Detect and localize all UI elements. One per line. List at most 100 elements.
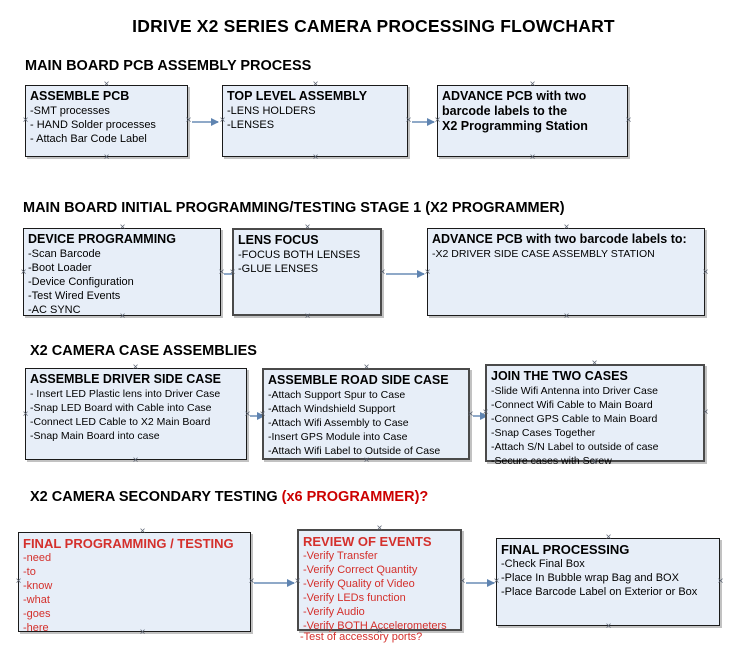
box-line: -Attach Wifi Assembly to Case [268,417,409,429]
connector-handle-left[interactable] [14,577,23,586]
box-line: -Verify Transfer [303,550,378,562]
connector-handle-top[interactable] [590,359,599,368]
connector-handle-left[interactable] [228,268,237,277]
box-line: -X2 DRIVER SIDE CASE ASSEMBLY STATION [432,248,655,260]
box-header: ADVANCE PCB with two barcode labels to: [432,232,687,246]
connector-handle-right[interactable] [701,268,710,277]
box-header: ASSEMBLE PCB [30,89,130,103]
box-line: -Snap Main Board into case [30,430,160,442]
box-join-the-two-cases[interactable]: JOIN THE TWO CASES -Slide Wifi Antenna i… [485,364,705,467]
section-heading-x2-camera-secondary-testing: X2 CAMERA SECONDARY TESTING (x6 PROGRAMM… [30,489,428,505]
connector-handle-top[interactable] [528,80,537,89]
box-header: FINAL PROCESSING [501,542,630,557]
box-line: -Attach Support Spur to Case [268,389,406,401]
box-line: -Snap LED Board with Cable into Case [30,402,212,414]
box-line: -Verify Audio [303,606,365,618]
connector-handle-top[interactable] [375,524,384,533]
box-line: -LENS HOLDERS [227,105,316,117]
connector-arrow [386,273,424,275]
box-line: - Attach Bar Code Label [30,133,147,145]
box-line: -Insert GPS Module into Case [268,431,408,443]
connector-handle-top[interactable] [311,80,320,89]
connector-handle-left[interactable] [481,408,490,417]
connector-handle-left[interactable] [218,116,227,125]
box-assemble-road-side-case[interactable]: ASSEMBLE ROAD SIDE CASE -Attach Support … [262,368,470,460]
connector-handle-bottom[interactable] [528,153,537,162]
connector-handle-bottom[interactable] [138,628,147,637]
box-header: TOP LEVEL ASSEMBLY [227,89,368,103]
connector-handle-left[interactable] [293,577,302,586]
connector-handle-left[interactable] [19,268,28,277]
connector-handle-bottom[interactable] [375,627,384,636]
box-line: -FOCUS BOTH LENSES [238,249,361,261]
box-advance-pcb-to-driver-side-case[interactable]: ADVANCE PCB with two barcode labels to: … [427,228,705,316]
connector-handle-top[interactable] [303,223,312,232]
connector-handle-bottom[interactable] [303,312,312,321]
connector-handle-bottom[interactable] [362,456,371,465]
box-line: -Secure cases with Screw [491,455,612,467]
section-heading-accent-text: (x6 PROGRAMMER)? [281,489,429,505]
connector-handle-left[interactable] [433,116,442,125]
connector-handle-bottom[interactable] [562,312,571,321]
connector-handle-left[interactable] [21,410,30,419]
connector-handle-right[interactable] [701,408,710,417]
box-lens-focus[interactable]: LENS FOCUS -FOCUS BOTH LENSES -GLUE LENS… [232,228,382,316]
box-line: -Boot Loader [28,262,92,274]
box-line: -Attach Windshield Support [268,403,396,415]
box-top-level-assembly[interactable]: TOP LEVEL ASSEMBLY -LENS HOLDERS -LENSES [222,85,408,157]
box-line: - HAND Solder processes [30,119,156,131]
box-line: -Slide Wifi Antenna into Driver Case [491,385,658,397]
connector-handle-top[interactable] [102,80,111,89]
section-heading-main-board-initial-programming: MAIN BOARD INITIAL PROGRAMMING/TESTING S… [23,200,565,216]
connector-handle-right[interactable] [716,577,725,586]
box-line: -Verify Correct Quantity [303,564,418,576]
connector-handle-right[interactable] [624,116,633,125]
box-header: ASSEMBLE ROAD SIDE CASE [268,373,449,387]
connector-handle-bottom[interactable] [311,153,320,162]
connector-handle-left[interactable] [21,116,30,125]
connector-arrow [250,415,264,417]
box-line: -Attach Wifi Label to Outside of Case [268,445,441,457]
box-overflow-line: -Test of accessory ports? [300,631,423,643]
connector-handle-top[interactable] [118,223,127,232]
box-header: JOIN THE TWO CASES [491,369,628,383]
connector-handle-top[interactable] [138,527,147,536]
connector-handle-left[interactable] [423,268,432,277]
box-line: -Connect LED Cable to X2 Main Board [30,416,211,428]
box-advance-pcb-to-programming-station[interactable]: ADVANCE PCB with two barcode labels to t… [437,85,628,157]
connector-arrow [412,121,434,123]
connector-handle-left[interactable] [492,577,501,586]
box-line: -SMT processes [30,105,110,117]
box-assemble-pcb[interactable]: ASSEMBLE PCB -SMT processes - HAND Solde… [25,85,188,157]
box-header: FINAL PROGRAMMING / TESTING [23,536,234,551]
box-line: -Test Wired Events [28,290,121,302]
connector-arrow [254,582,294,584]
connector-handle-bottom[interactable] [102,153,111,162]
connector-handle-top[interactable] [562,223,571,232]
box-line: -Check Final Box [501,558,585,570]
box-header: LENS FOCUS [238,233,319,247]
box-line: -Verify LEDs function [303,592,406,604]
connector-handle-bottom[interactable] [604,622,613,631]
box-header: ASSEMBLE DRIVER SIDE CASE [30,372,222,386]
box-line: -to [23,566,36,578]
box-line: - Insert LED Plastic lens into Driver Ca… [30,388,221,400]
connector-handle-left[interactable] [258,410,267,419]
box-assemble-driver-side-case[interactable]: ASSEMBLE DRIVER SIDE CASE - Insert LED P… [25,368,247,460]
box-final-programming-testing[interactable]: FINAL PROGRAMMING / TESTING -need -to -k… [18,532,251,634]
connector-handle-bottom[interactable] [118,312,127,321]
box-final-processing[interactable]: FINAL PROCESSING -Check Final Box -Place… [496,538,720,626]
box-line: -Verify Quality of Video [303,578,415,590]
box-line: X2 Programming Station [442,119,588,133]
connector-handle-top[interactable] [131,363,140,372]
connector-handle-bottom[interactable] [131,456,140,465]
connector-handle-bottom[interactable] [590,458,599,467]
box-device-programming[interactable]: DEVICE PROGRAMMING -Scan Barcode -Boot L… [23,228,221,316]
box-review-of-events[interactable]: REVIEW OF EVENTS -Verify Transfer -Verif… [297,529,462,632]
connector-handle-top[interactable] [604,533,613,542]
box-line: -Connect GPS Cable to Main Board [491,413,658,425]
connector-handle-top[interactable] [362,363,371,372]
box-line: -Place In Bubble wrap Bag and BOX [501,572,679,584]
section-heading-text: X2 CAMERA CASE ASSEMBLIES [30,343,257,359]
